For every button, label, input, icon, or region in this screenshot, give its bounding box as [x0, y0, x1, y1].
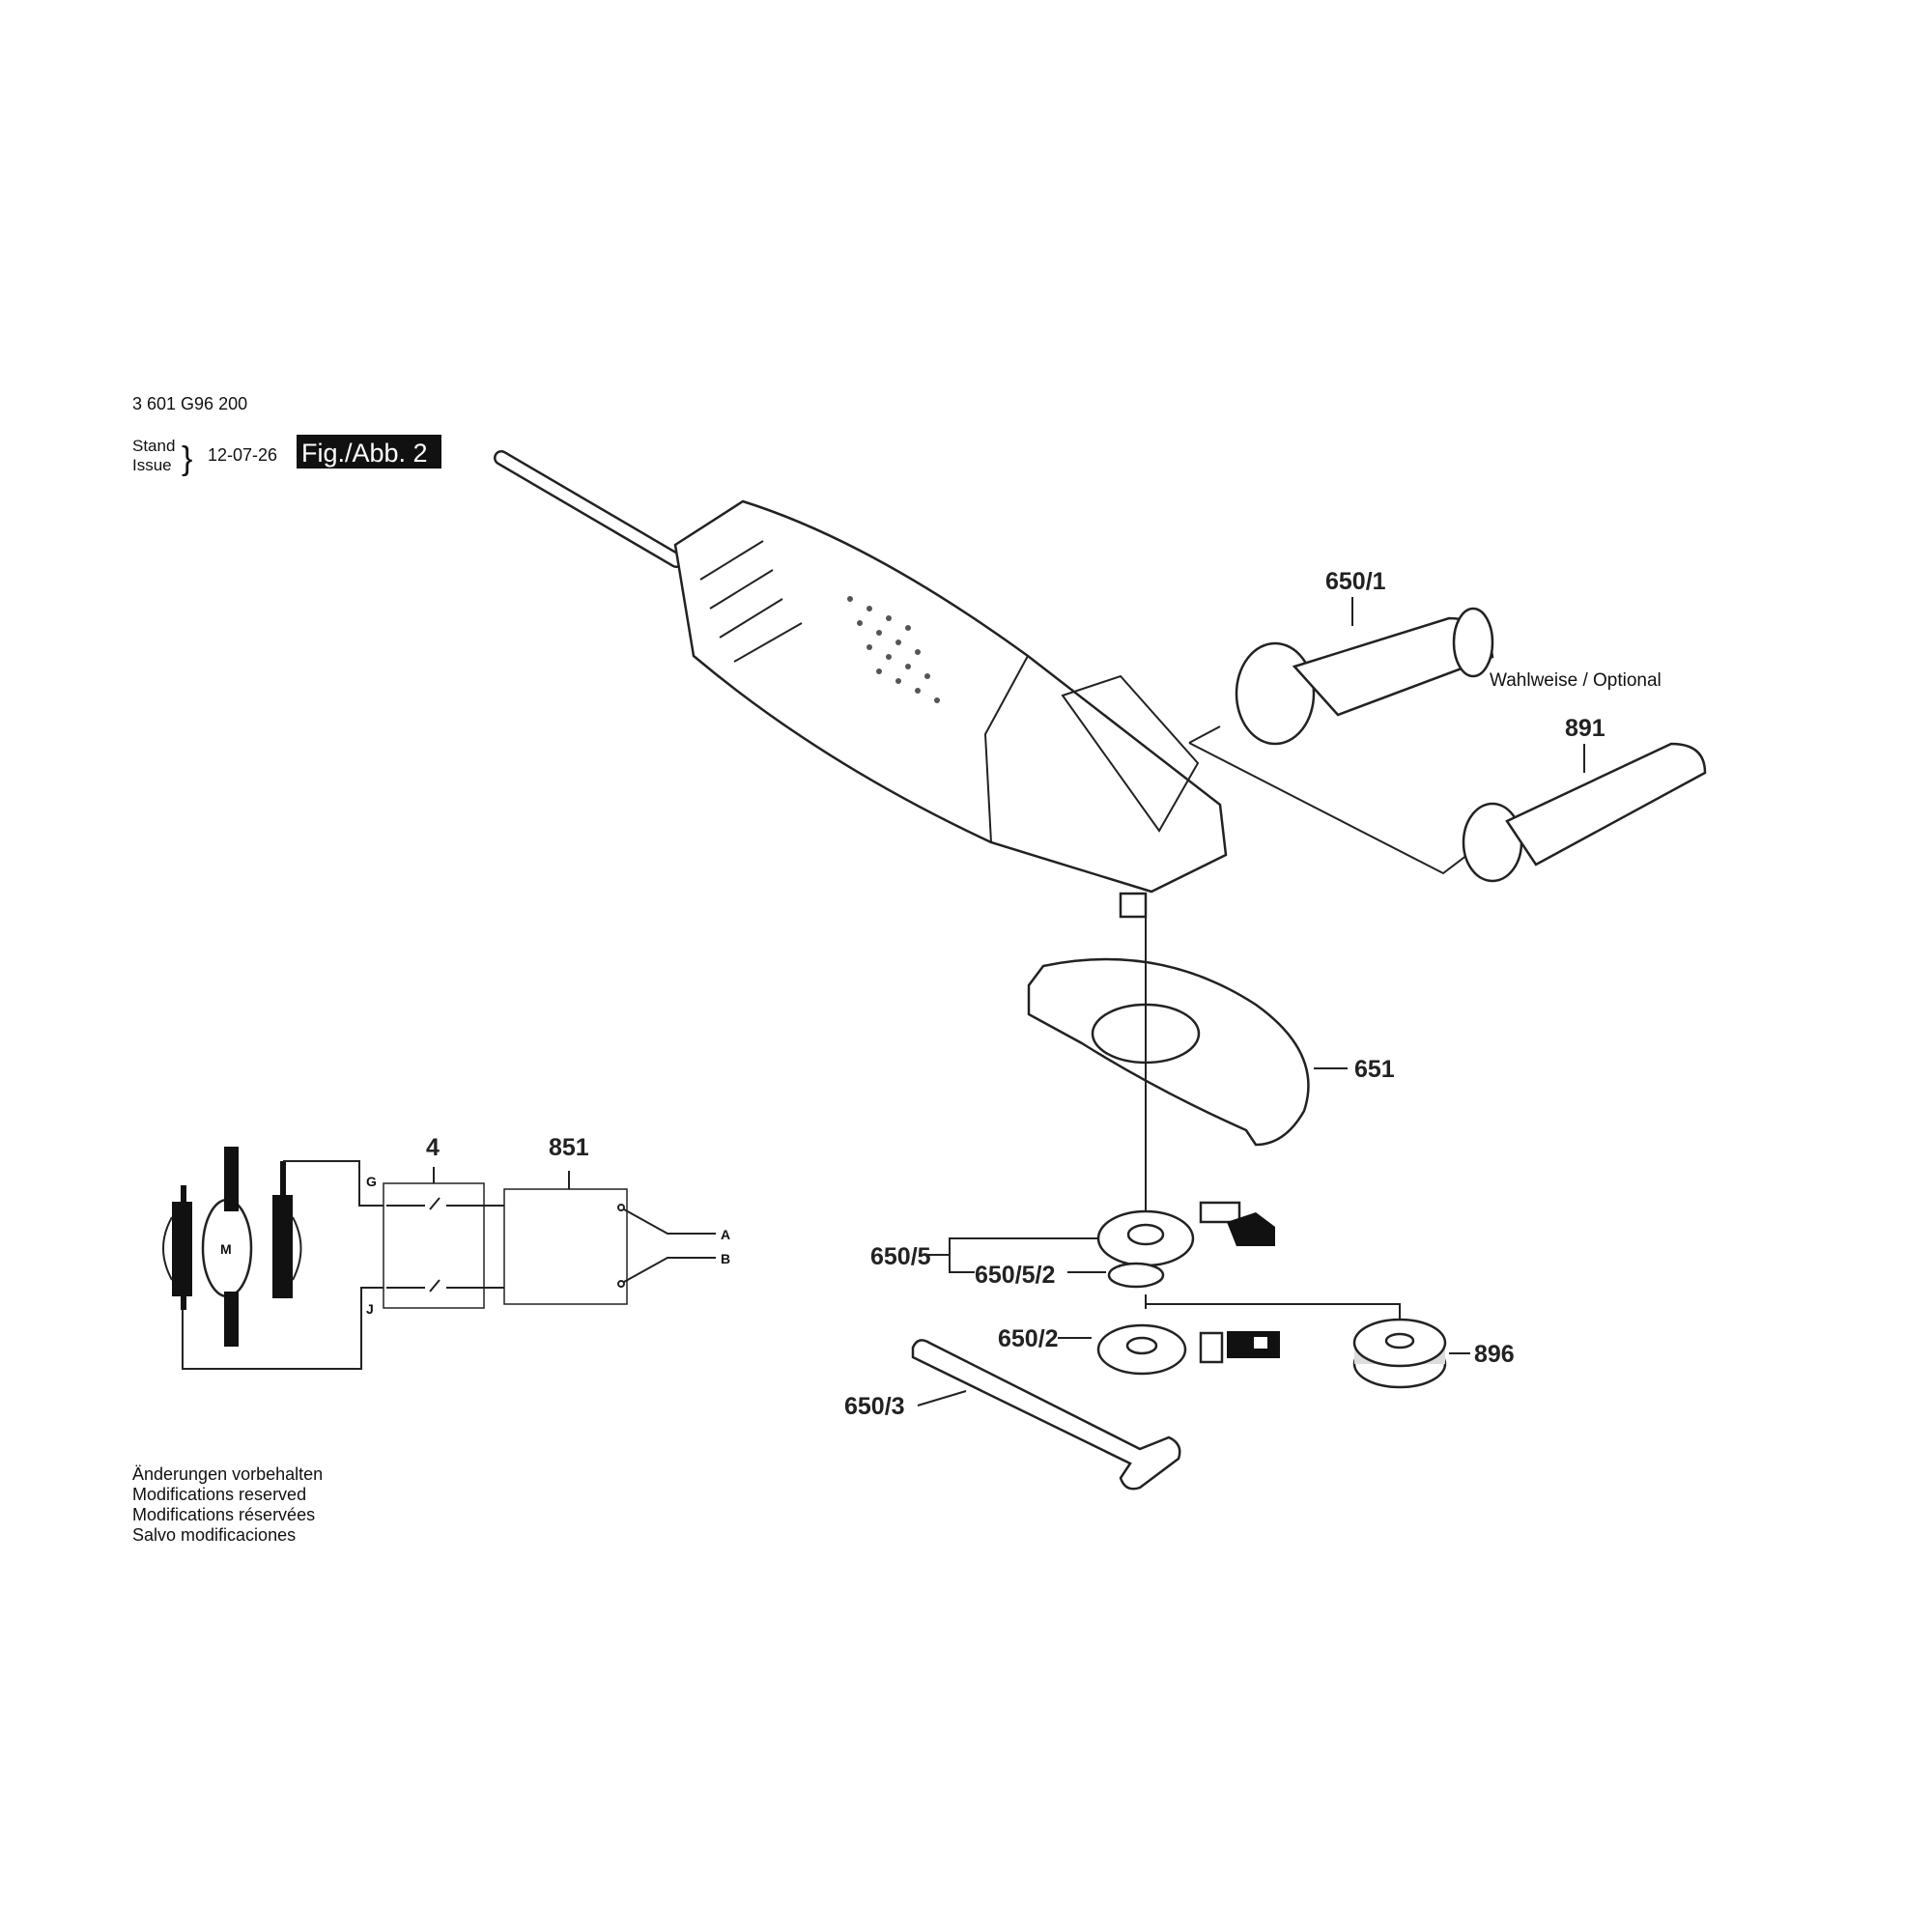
- switch-to-filter-wires: [488, 1205, 504, 1289]
- callout-650-5: 650/5: [870, 1243, 931, 1270]
- leader-line: [917, 1390, 967, 1406]
- wheel-guard-651: 651: [1027, 957, 1395, 1147]
- spindle: [1119, 892, 1148, 919]
- mains-wire-b: [623, 1257, 716, 1283]
- leader-line: [1188, 742, 1468, 875]
- handle-disc: [1462, 802, 1523, 883]
- side-handle-891: 891: [1188, 715, 1707, 883]
- handle-disc: [1235, 641, 1316, 746]
- figure-label: Fig./Abb. 2: [301, 439, 428, 468]
- nut-section-icon: [1199, 1331, 1280, 1364]
- leader-line: [1146, 1303, 1401, 1323]
- handle-end-cap: [1452, 607, 1494, 678]
- footer-line: Modifications reserved: [132, 1485, 306, 1504]
- grinder-housing: [673, 499, 1228, 894]
- callout-891: 891: [1565, 715, 1605, 742]
- filter-851: [503, 1188, 628, 1305]
- quick-clamping-nut-896: 896: [1352, 1318, 1515, 1389]
- callout-650-2: 650/2: [998, 1325, 1059, 1352]
- carbon-brush-bottom: [224, 1292, 239, 1347]
- line-a: A: [721, 1227, 730, 1242]
- gear-head: [983, 655, 1200, 843]
- field-coil-left-lead: [181, 1185, 186, 1310]
- vent-slots: [699, 540, 803, 663]
- callout-650-1: 650/1: [1325, 568, 1386, 595]
- screw-terminal: [617, 1280, 625, 1288]
- mains-wire-a: [623, 1208, 716, 1235]
- callout-896: 896: [1474, 1341, 1515, 1368]
- grip-dots: [847, 596, 940, 703]
- issue-label: Issue: [132, 456, 172, 474]
- footer-line: Änderungen vorbehalten: [132, 1464, 323, 1484]
- footer-line: Modifications réservées: [132, 1505, 315, 1524]
- wire-g: [283, 1160, 384, 1207]
- stand-label: Stand: [132, 437, 175, 455]
- oring-650-5-2: [1107, 1262, 1165, 1289]
- power-cord-inner: [496, 452, 682, 566]
- footer-line: Salvo modificaciones: [132, 1525, 296, 1545]
- angle-grinder: [494, 450, 1228, 919]
- spanner-650-3: 650/3: [844, 1339, 1181, 1491]
- issue-date: 12-07-26: [208, 445, 277, 465]
- line-b: B: [721, 1251, 730, 1266]
- flange-bore: [1126, 1223, 1165, 1246]
- screw-terminal: [617, 1204, 625, 1211]
- terminal-g: G: [366, 1174, 377, 1189]
- field-coil-right-lead: [280, 1161, 286, 1296]
- callout-851: 851: [549, 1134, 589, 1161]
- wiring-diagram: M G J 4 851 A B: [162, 1134, 730, 1370]
- carbon-brush-top: [224, 1147, 239, 1211]
- callout-650-5-2: 650/5/2: [975, 1262, 1055, 1289]
- switch-4: [383, 1182, 485, 1309]
- coil-loops: [162, 1216, 302, 1281]
- terminal-j: J: [366, 1301, 374, 1317]
- flange-section-icon: [1199, 1201, 1275, 1246]
- spanner-shape: [911, 1339, 1181, 1491]
- auxiliary-handle-650-1: 650/1: [1188, 568, 1494, 746]
- part-number: 3 601 G96 200: [132, 394, 247, 413]
- motor-label: M: [220, 1241, 232, 1257]
- brace: }: [182, 440, 192, 477]
- nut-bore: [1125, 1336, 1158, 1355]
- callout-650-3: 650/3: [844, 1393, 905, 1420]
- wire-j: [182, 1287, 384, 1370]
- leader-line: [1188, 725, 1221, 744]
- handle-grip: [1505, 742, 1707, 867]
- figure-label-box: [297, 435, 441, 469]
- switch-contacts: [386, 1197, 488, 1293]
- callout-4: 4: [426, 1134, 440, 1161]
- callout-651: 651: [1354, 1056, 1395, 1083]
- optional-note: Wahlweise / Optional: [1490, 670, 1662, 691]
